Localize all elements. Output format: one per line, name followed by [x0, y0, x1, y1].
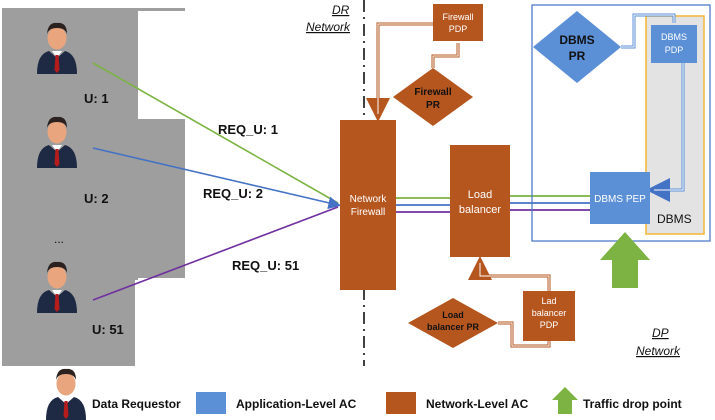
load-balancer-pr-line2: balancer PR	[427, 322, 480, 332]
lb-pr-to-pdp-inner	[498, 322, 550, 347]
dbms-pr-line2: PR	[569, 49, 586, 63]
dbms-pr-line1: DBMS	[559, 33, 594, 47]
network-firewall-line2: Firewall	[351, 207, 385, 218]
network-firewall-line1: Network	[350, 194, 388, 205]
load-balancer-pr-line1: Load	[442, 310, 464, 320]
load-balancer-pr-diamond	[408, 298, 498, 348]
load-balancer-line2: balancer	[459, 204, 502, 216]
legend-app-swatch	[196, 392, 226, 414]
lb-pdp-line2: balancer	[532, 308, 567, 318]
dr-network-line1: DR	[332, 3, 350, 17]
white-notch-bottom	[135, 280, 185, 366]
white-notch-top	[138, 11, 185, 119]
legend-net-level: Network-Level AC	[426, 397, 529, 411]
legend-person-icon	[46, 368, 86, 420]
firewall-pdp-line1: Firewall	[442, 12, 473, 22]
dp-network-line2: Network	[636, 344, 681, 358]
dbms-pdp-line1: DBMS	[661, 32, 687, 42]
fw-pdp-to-firewall-inner	[377, 23, 433, 114]
user-2-label: U: 2	[84, 191, 109, 206]
firewall-pr-diamond	[393, 68, 473, 126]
firewall-pr-line2: PR	[426, 100, 441, 111]
req-u1-line	[92, 62, 339, 204]
legend-net-swatch	[386, 392, 416, 414]
legend-data-requestor: Data Requestor	[92, 397, 181, 411]
load-balancer-line1: Load	[468, 189, 492, 201]
user-51-label: U: 51	[92, 322, 124, 337]
user-1-label: U: 1	[84, 91, 109, 106]
lb-pdp-to-lb-inner	[479, 263, 550, 291]
dbms-pdp-line2: PDP	[665, 45, 684, 55]
req-u2-line	[92, 147, 342, 210]
dbms-label: DBMS	[657, 212, 692, 226]
firewall-pdp-box	[433, 4, 483, 41]
dbms-pr-diamond	[533, 11, 621, 83]
legend-traffic-arrow	[552, 387, 578, 414]
dbms-pr-to-pdp-inner	[621, 14, 675, 48]
req-u51-label: REQ_U: 51	[232, 258, 299, 273]
users-ellipsis: ...	[54, 232, 64, 246]
dp-network-line1: DP	[652, 326, 669, 340]
dbms-pep-box	[590, 172, 650, 224]
dbms-pdp-to-pep-inner	[654, 63, 684, 191]
legend-app-level: Application-Level AC	[236, 397, 357, 411]
lb-pdp-line1: Lad	[541, 296, 556, 306]
req-u1-label: REQ_U: 1	[218, 122, 278, 137]
dr-network-line2: Network	[306, 20, 351, 34]
dbms-pdp-box	[651, 25, 697, 63]
req-u2-label: REQ_U: 2	[203, 186, 263, 201]
lb-pdp-box	[523, 291, 575, 341]
lb-pdp-line3: PDP	[540, 320, 559, 330]
traffic-drop-arrow	[600, 232, 650, 288]
network-firewall-box	[340, 120, 396, 290]
dbms-pep-label: DBMS PEP	[594, 194, 646, 205]
req-u51-line	[92, 206, 339, 301]
fw-pr-to-pdp-inner	[432, 43, 459, 68]
firewall-pdp-line2: PDP	[449, 24, 468, 34]
firewall-pr-line1: Firewall	[414, 87, 451, 98]
legend-traffic-drop: Traffic drop point	[583, 397, 682, 411]
load-balancer-box	[450, 145, 510, 257]
